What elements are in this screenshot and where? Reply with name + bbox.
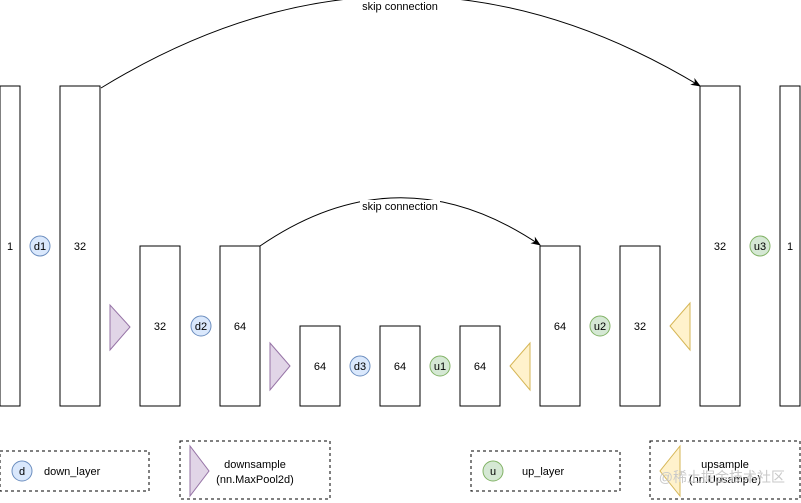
node-d1-label: d1: [34, 241, 46, 253]
block-d3-out: [379, 325, 421, 407]
up-layer-node-u2: [589, 315, 611, 337]
down-layer-node-d1: [29, 235, 51, 257]
block-pool2-out: [299, 325, 341, 407]
legend-upsample-triangle: [659, 444, 681, 498]
block-pool1-out-label: 32: [154, 321, 166, 333]
block-d2-out: [219, 245, 261, 407]
block-up1-out: [539, 245, 581, 407]
legend-up-layer-symbol-label: u: [490, 466, 496, 478]
skip-label-bg-outer: [360, 0, 440, 12]
skip-connection-arc-outer: [100, 0, 701, 89]
block-input: [0, 85, 21, 407]
block-up2-out: [699, 85, 741, 407]
block-up1-out-label: 64: [554, 321, 566, 333]
skip-label-bg-inner: [360, 200, 440, 212]
legend-down-layer-label: down_layer: [44, 466, 101, 478]
node-u1-label: u1: [434, 361, 446, 373]
skip-connection-label-inner: skip connection: [362, 201, 438, 213]
skip-connection-label-outer: skip connection: [362, 1, 438, 13]
downsample-triangle-1: [109, 303, 131, 352]
legend-down-layer: [0, 450, 150, 492]
block-up2-out-label: 32: [714, 241, 726, 253]
node-d2-label: d2: [195, 321, 207, 333]
block-u2-out-label: 32: [634, 321, 646, 333]
block-pool1-out: [139, 245, 181, 407]
node-u2-label: u2: [594, 321, 606, 333]
block-u2-out: [619, 245, 661, 407]
legend-up-layer-label: up_layer: [522, 466, 565, 478]
down-layer-node-d3: [349, 355, 371, 377]
node-u3-label: u3: [754, 241, 766, 253]
block-pool2-out-label: 64: [314, 361, 326, 373]
block-d1-out-label: 32: [74, 241, 86, 253]
block-output-label: 1: [787, 241, 793, 253]
legend-downsample-line1: downsample: [224, 459, 286, 471]
legend-upsample-line2: (nn.Upsample): [689, 474, 761, 486]
skip-connection-arc-inner: [259, 197, 541, 247]
watermark-text: @稀土掘金技术社区: [659, 469, 785, 485]
block-d3-out-label: 64: [394, 361, 406, 373]
node-d3-label: d3: [354, 361, 366, 373]
block-input-label: 1: [7, 241, 13, 253]
block-output: [779, 85, 801, 407]
downsample-triangle-2: [269, 341, 291, 392]
block-u1-out-label: 64: [474, 361, 486, 373]
block-d1-out: [59, 85, 101, 407]
legend-upsample-line1: upsample: [701, 459, 749, 471]
up-layer-node-u1: [429, 355, 451, 377]
block-u1-out: [459, 325, 501, 407]
block-d2-out-label: 64: [234, 321, 246, 333]
legend-down-layer-symbol: [11, 460, 33, 482]
legend-downsample-triangle: [189, 444, 210, 498]
up-layer-node-u3: [749, 235, 771, 257]
legend-up-layer-symbol: [482, 460, 504, 482]
upsample-triangle-2: [669, 301, 691, 352]
legend-downsample-line2: (nn.MaxPool2d): [216, 474, 294, 486]
upsample-triangle-1: [509, 341, 531, 392]
legend-down-layer-symbol-label: d: [19, 466, 25, 478]
down-layer-node-d2: [190, 315, 212, 337]
